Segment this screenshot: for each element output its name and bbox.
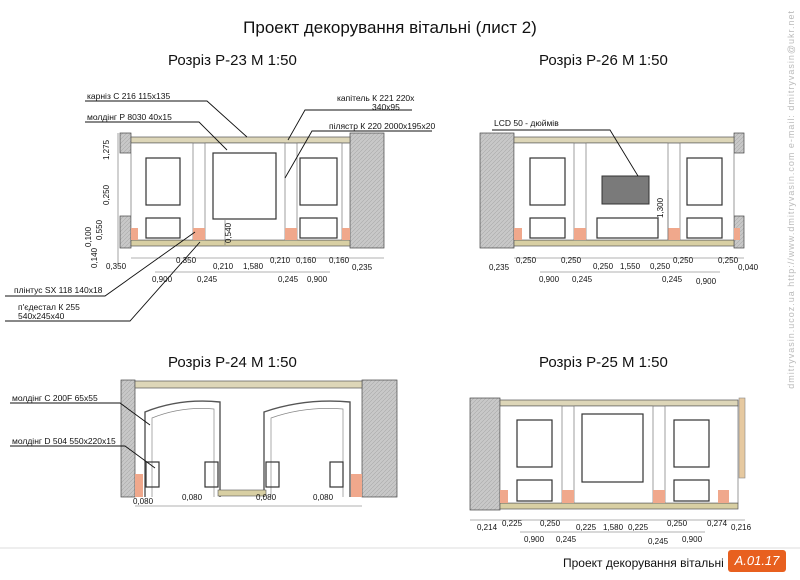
vdim-p23-inner: 0,540 <box>224 222 233 243</box>
section-p26-drawing <box>479 132 745 273</box>
footer-project-name: Проект декорування вітальні <box>563 556 724 570</box>
label-plintus: плінтус SX 118 140x18 <box>14 285 103 295</box>
dim-p26-r2-4: 0,900 <box>696 277 717 286</box>
dim-p26-r2-2: 0,245 <box>572 275 593 284</box>
dim-p25-r2-3: 0,245 <box>648 537 669 546</box>
section-title-p24: Розріз Р-24 М 1:50 <box>168 354 297 371</box>
label-lcd: LCD 50 - дюймів <box>494 118 559 128</box>
dim-p25-r2-1: 0,900 <box>524 535 545 544</box>
dim-p26-7: 0,250 <box>673 256 694 265</box>
section-p23-leaders <box>5 100 432 322</box>
dim-p23-1: 0,350 <box>106 262 127 271</box>
dim-p26-2: 0,250 <box>516 256 537 265</box>
label-molding-d: молдінг D 504 550x220x15 <box>12 436 116 446</box>
dim-p26-6: 0,250 <box>650 262 671 271</box>
dim-p26-5: 1,550 <box>620 262 641 271</box>
dim-p26-r2-1: 0,900 <box>539 275 560 284</box>
dim-p26-8: 0,250 <box>718 256 739 265</box>
vdim-p23-1: 1,275 <box>102 139 111 160</box>
dim-p23-6: 0,160 <box>296 256 317 265</box>
dim-p25-7: 0,250 <box>667 519 688 528</box>
vdim-p23-5: 0,140 <box>90 247 99 268</box>
label-molding-p: молдінг Р 8030 40x15 <box>87 112 172 122</box>
dim-p23-r2-3: 0,245 <box>278 275 299 284</box>
dim-p23-7: 0,160 <box>329 256 350 265</box>
section-p26-leaders <box>492 129 639 177</box>
dim-p25-9: 0,216 <box>731 523 752 532</box>
section-title-p23: Розріз Р-23 М 1:50 <box>168 52 297 69</box>
label-pedestal-line1: п'єдестал К 255 <box>18 302 80 312</box>
dim-p25-r2-4: 0,900 <box>682 535 703 544</box>
dim-p26-1: 0,235 <box>489 263 510 272</box>
dim-p23-5: 0,210 <box>270 256 291 265</box>
dim-p25-8: 0,274 <box>707 519 728 528</box>
dim-p26-3: 0,250 <box>561 256 582 265</box>
dim-p23-r2-2: 0,245 <box>197 275 218 284</box>
vdim-p23-3: 0,550 <box>95 219 104 240</box>
dim-p23-4: 1,580 <box>243 262 264 271</box>
dim-p25-5: 1,580 <box>603 523 624 532</box>
label-pedestal-line2: 540x245x40 <box>18 311 65 321</box>
dim-p25-1: 0,214 <box>477 523 498 532</box>
label-kapitel-line2: 340x95 <box>372 102 400 112</box>
dim-p24-4: 0,080 <box>313 493 334 502</box>
sheet-number-badge: А.01.17 <box>728 550 786 572</box>
dim-p24-2: 0,080 <box>182 493 203 502</box>
label-kapitel-line1: капітель К 221 220x <box>337 93 415 103</box>
dim-p23-r2-1: 0,900 <box>152 275 173 284</box>
section-p23-drawing <box>117 132 385 273</box>
dim-p25-4: 0,225 <box>576 523 597 532</box>
vdim-p23-2: 0,250 <box>102 184 111 205</box>
page-title: Проект декорування вітальні (лист 2) <box>243 18 537 37</box>
dim-p26-9: 0,040 <box>738 263 759 272</box>
section-title-p25: Розріз Р-25 М 1:50 <box>539 354 668 371</box>
dim-p23-2: 0,350 <box>176 256 197 265</box>
section-p24-leaders <box>10 402 156 469</box>
dim-p23-3: 0,210 <box>213 262 234 271</box>
vdim-p26-inner: 1,300 <box>656 197 665 218</box>
dim-p23-8: 0,235 <box>352 263 373 272</box>
section-p24-drawing <box>120 379 398 507</box>
dim-p25-2: 0,225 <box>502 519 523 528</box>
label-pilaster: пілястр К 220 2000x195x20 <box>329 121 436 131</box>
dim-p23-r2-4: 0,900 <box>307 275 328 284</box>
dim-p26-4: 0,250 <box>593 262 614 271</box>
dim-p25-r2-2: 0,245 <box>556 535 577 544</box>
label-molding-c: молдінг С 200F 65x55 <box>12 393 98 403</box>
dim-p25-6: 0,225 <box>628 523 649 532</box>
vdim-p23-4: 0,100 <box>84 226 93 247</box>
dim-p24-1: 0,080 <box>133 497 154 506</box>
label-karniz: карніз С 216 115x135 <box>87 91 171 101</box>
dim-p25-3: 0,250 <box>540 519 561 528</box>
section-p25-drawing <box>469 397 746 533</box>
dim-p26-r2-3: 0,245 <box>662 275 683 284</box>
dim-p24-3: 0,080 <box>256 493 277 502</box>
section-title-p26: Розріз Р-26 М 1:50 <box>539 52 668 69</box>
